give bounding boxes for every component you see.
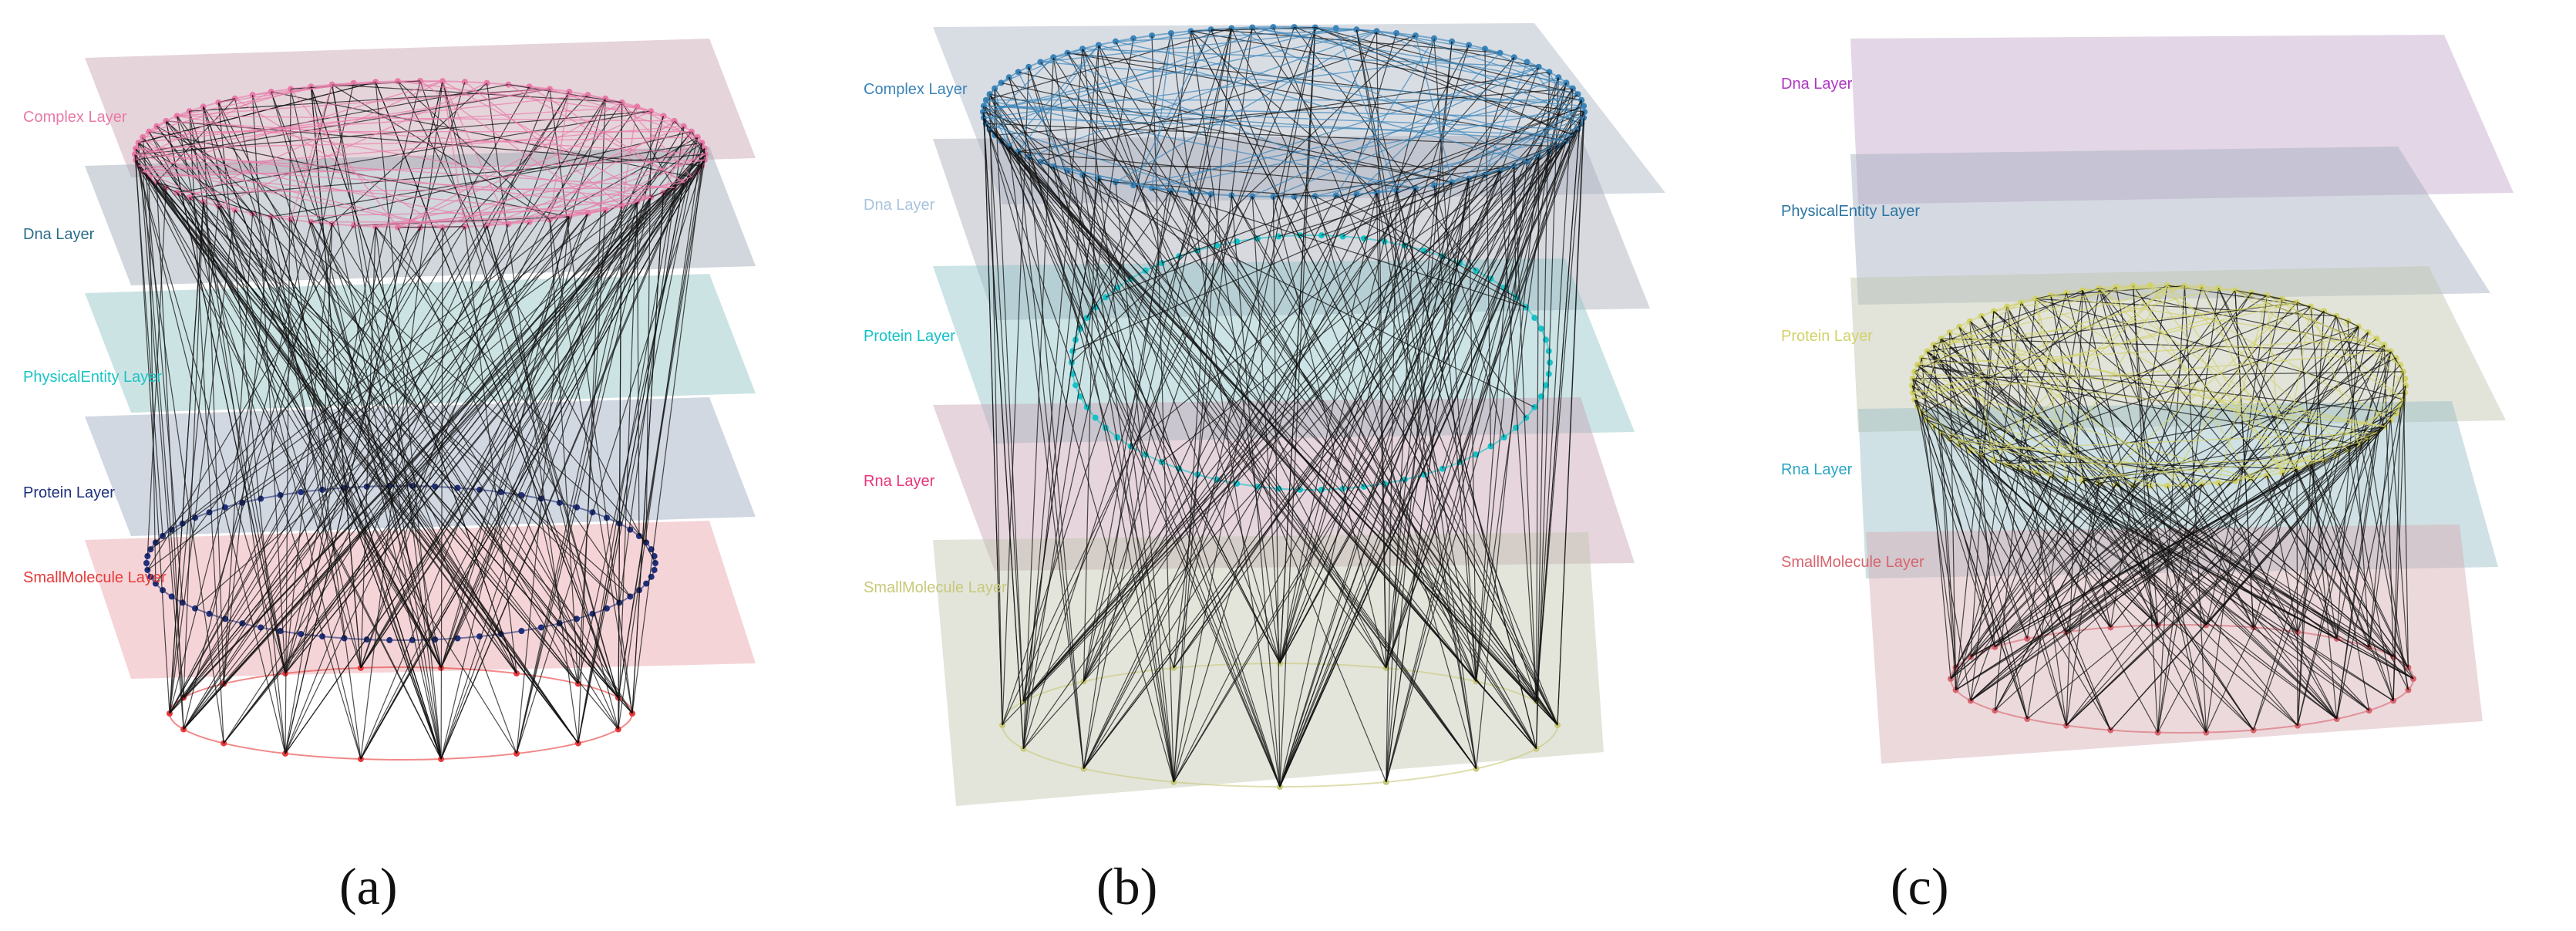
layer-label-1: Dna Layer [1781, 76, 1853, 93]
layer-label-3: Protein Layer [864, 328, 955, 345]
layer-label-2: Dna Layer [23, 226, 95, 243]
layer-label-2: Dna Layer [864, 197, 935, 214]
layer-label-3: PhysicalEntity Layer [23, 369, 162, 386]
node [574, 504, 581, 511]
node [1114, 433, 1121, 440]
intralayer-edges [1912, 285, 2406, 487]
layer-plane-1 [85, 39, 756, 177]
caption-b: (b) [1096, 857, 1158, 916]
node [386, 636, 393, 643]
intralayer-edges [982, 26, 1585, 197]
node [1547, 359, 1553, 366]
node [627, 526, 634, 533]
node [643, 580, 650, 587]
node [1077, 393, 1084, 400]
node [143, 560, 150, 566]
node [160, 587, 167, 594]
interlayer-edges [982, 26, 1585, 788]
layer-label-1: Complex Layer [23, 109, 127, 126]
node [1234, 480, 1241, 487]
layer-plane-5 [933, 532, 1604, 806]
intralayer-edges [134, 80, 706, 228]
node [1072, 382, 1079, 389]
layer-plane-3 [85, 274, 756, 413]
node [1142, 267, 1149, 274]
node [147, 573, 154, 580]
layer-label-4: Rna Layer [864, 473, 935, 490]
layer-label-4: Rna Layer [1781, 461, 1853, 478]
layer-label-2: PhysicalEntity Layer [1781, 203, 1920, 220]
caption-c: (c) [1891, 857, 1949, 916]
layer-label-4: Protein Layer [23, 484, 115, 501]
node [1381, 238, 1388, 245]
node [1531, 315, 1538, 322]
node [1545, 348, 1552, 355]
layer-label-5: SmallMolecule Layer [23, 569, 167, 586]
caption-a: (a) [339, 857, 398, 916]
node [1543, 382, 1550, 389]
node [298, 489, 305, 496]
layer-label-1: Complex Layer [864, 81, 968, 98]
node [537, 624, 544, 631]
node [651, 566, 658, 573]
node [1420, 247, 1427, 254]
node [1092, 414, 1099, 421]
node [454, 484, 461, 491]
layer-plane-2 [1850, 147, 2490, 305]
node [518, 628, 525, 635]
layer-label-3: Protein Layer [1781, 328, 1873, 345]
node [1537, 326, 1544, 332]
layer-label-5: SmallMolecule Layer [1781, 554, 1924, 571]
layer-label-5: SmallMolecule Layer [864, 579, 1007, 596]
layer-plane-1 [1850, 35, 2514, 204]
